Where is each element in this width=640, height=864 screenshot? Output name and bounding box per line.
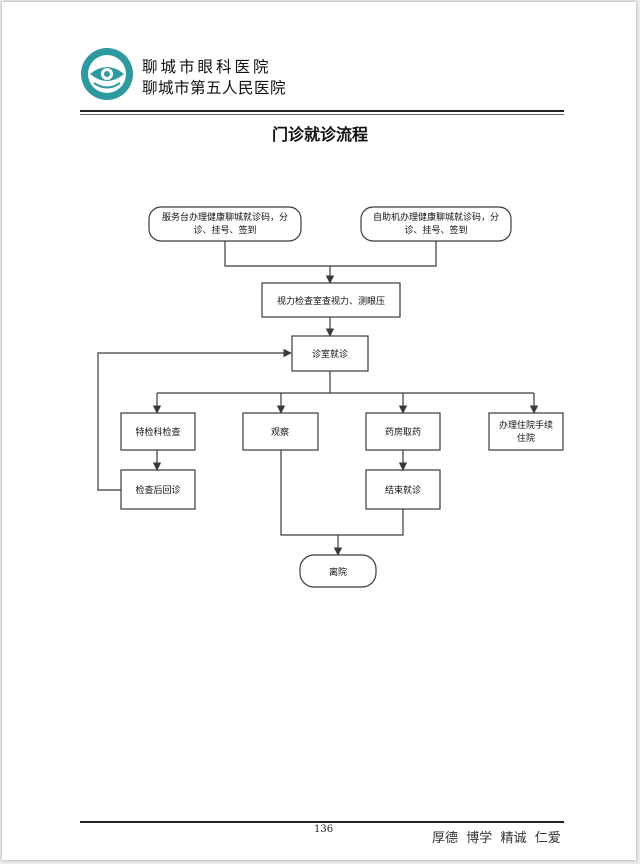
node-observe: 观察 [242, 412, 319, 451]
node-vision-check: 视力检查室查视力、测眼压 [261, 282, 401, 318]
flow-connectors [97, 241, 539, 556]
page-number: 136 [314, 824, 334, 835]
node-service-desk-line1: 服务台办理健康聊城就诊码，分 [162, 211, 288, 223]
node-leave: 离院 [299, 554, 377, 588]
node-pharmacy: 药房取药 [365, 412, 441, 451]
node-consult-room-label: 诊室就诊 [312, 348, 348, 360]
node-consult-room: 诊室就诊 [291, 335, 369, 372]
node-self-service-line2: 诊、挂号、签到 [404, 224, 467, 236]
node-end-visit: 结束就诊 [365, 469, 441, 510]
header-rule [80, 110, 564, 112]
node-service-desk: 服务台办理健康聊城就诊码，分 诊、挂号、签到 [148, 206, 302, 242]
node-pharmacy-label: 药房取药 [385, 426, 421, 438]
node-post-exam-revisit: 检查后回诊 [120, 469, 196, 510]
node-special-exam-label: 特检科检查 [135, 426, 180, 438]
node-observe-label: 观察 [271, 426, 289, 438]
footer-rule [80, 821, 564, 823]
hospital-logo [81, 48, 133, 100]
node-leave-label: 离院 [329, 566, 347, 578]
node-service-desk-line2: 诊、挂号、签到 [193, 224, 256, 236]
node-end-visit-label: 结束就诊 [385, 484, 421, 496]
node-vision-check-label: 视力检查室查视力、测眼压 [277, 295, 385, 307]
node-inpatient-line2: 住院 [517, 432, 535, 444]
hospital-name-primary: 聊城市眼科医院 [142, 58, 272, 76]
node-post-exam-revisit-label: 检查后回诊 [135, 484, 180, 496]
hospital-name-secondary: 聊城市第五人民医院 [142, 79, 287, 97]
node-inpatient-line1: 办理住院手续 [499, 419, 553, 431]
node-inpatient: 办理住院手续 住院 [488, 412, 564, 451]
header-rule-thin [80, 114, 564, 115]
footer-motto: 厚德 博学 精诚 仁爱 [432, 831, 561, 846]
node-special-exam: 特检科检查 [120, 412, 196, 451]
document-title: 门诊就诊流程 [271, 125, 368, 144]
node-self-service-line1: 自助机办理健康聊城就诊码，分 [373, 211, 499, 223]
node-self-service: 自助机办理健康聊城就诊码，分 诊、挂号、签到 [360, 206, 512, 242]
